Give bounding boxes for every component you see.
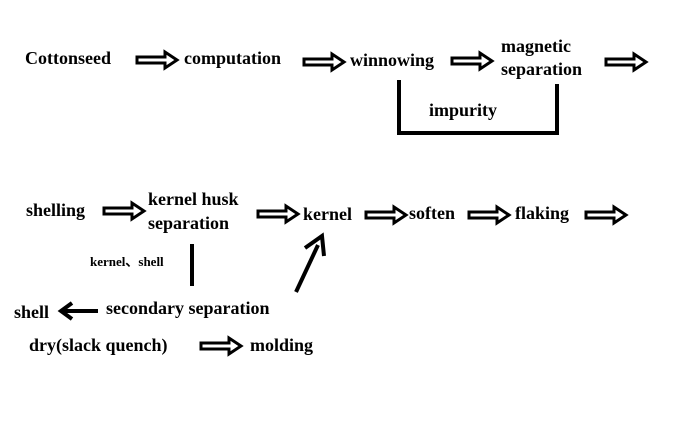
arrow-cottonseed-to-computation — [135, 50, 179, 70]
soften-label: soften — [409, 203, 455, 223]
arrow-kernel-to-soften — [364, 205, 408, 225]
dry-slack-quench-label: dry(slack quench) — [29, 335, 168, 355]
arrow-magnetic-separation-continue — [604, 52, 648, 72]
shell-label: shell — [14, 302, 50, 322]
secondary-to-kernel-arrowhead — [303, 232, 326, 257]
shelling-label: shelling — [26, 200, 86, 220]
secondary-to-shell-arrowhead — [57, 301, 74, 321]
computation-label: computation — [184, 48, 282, 68]
winnowing-label: winnowing — [350, 50, 435, 70]
impurity-label: impurity — [429, 100, 498, 120]
kernel-label: kernel — [303, 204, 352, 224]
arrow-flaking-continue — [584, 205, 628, 225]
kernel-husk-separation-label-line2: separation — [148, 213, 229, 233]
molding-label: molding — [250, 335, 314, 355]
arrow-winnowing-to-magnetic-separation — [450, 51, 494, 71]
arrow-dry-to-molding — [199, 336, 243, 356]
magnetic-separation-label-line1: magnetic — [501, 36, 571, 56]
arrow-kernel-husk-to-kernel — [256, 204, 300, 224]
flaking-label: flaking — [515, 203, 570, 223]
arrow-computation-to-winnowing — [302, 52, 346, 72]
secondary-to-kernel-arrow-line — [294, 244, 320, 293]
secondary-separation-label: secondary separation — [106, 298, 270, 318]
kernel-shell-note: kernel、shell — [90, 254, 164, 269]
magnetic-separation-label-line2: separation — [501, 59, 582, 79]
impurity-bracket — [397, 80, 559, 135]
arrow-shelling-to-kernel-husk — [102, 201, 146, 221]
kernel-husk-separation-label-line1: kernel husk — [148, 189, 239, 209]
arrow-soften-to-flaking — [467, 205, 511, 225]
cottonseed-label: Cottonseed — [25, 48, 111, 68]
